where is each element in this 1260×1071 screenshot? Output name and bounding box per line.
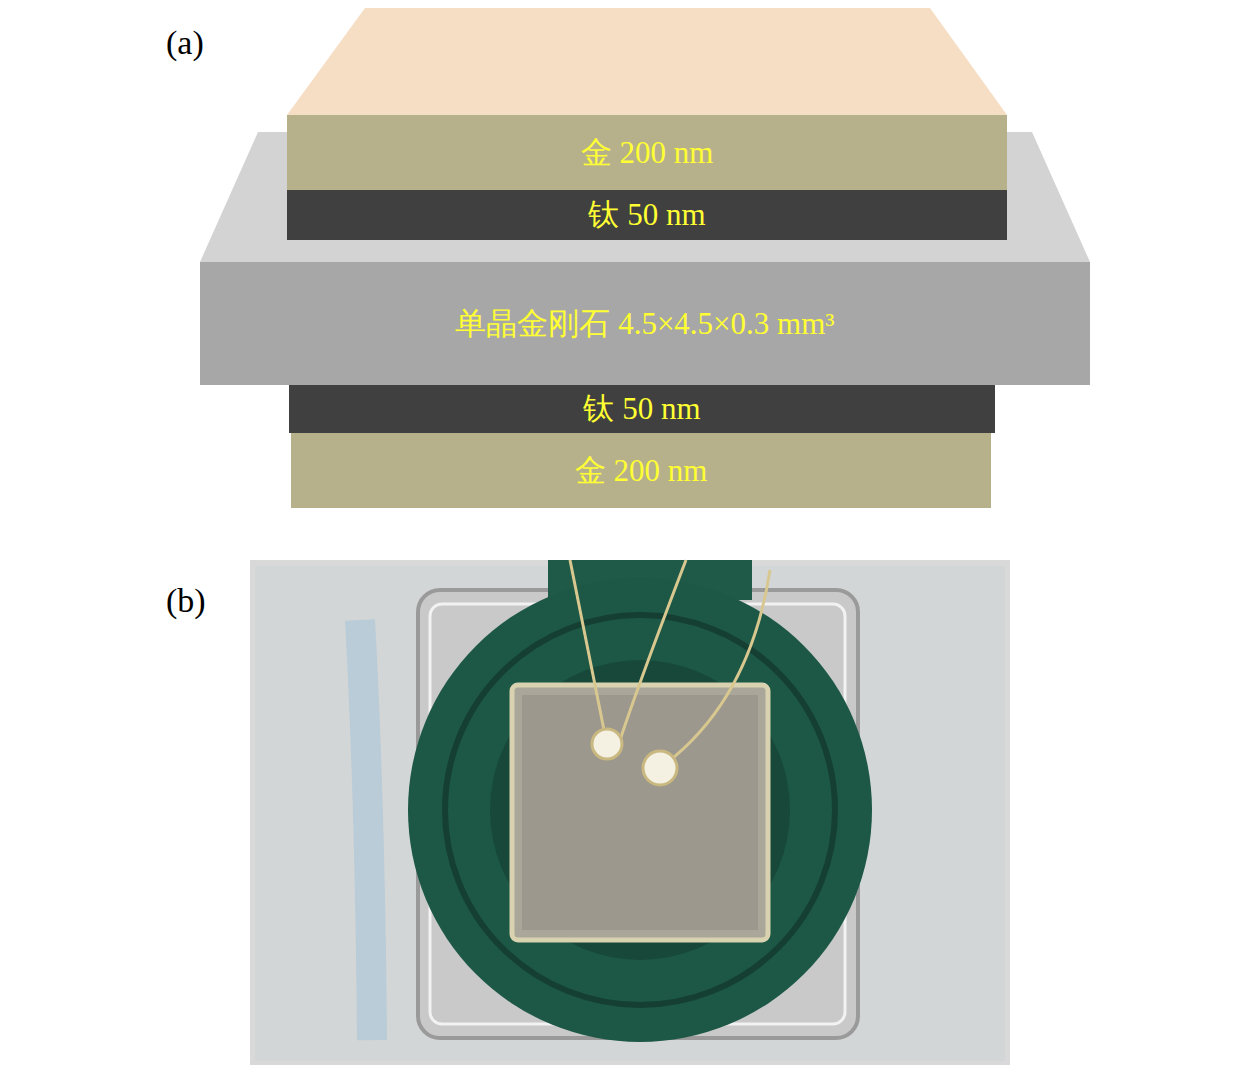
layer-label: 单晶金刚石 4.5×4.5×0.3 mm³ [455, 303, 834, 345]
bond-wire [620, 560, 686, 740]
pad-inner [490, 660, 790, 960]
titanium-layer: 钛 50 nm [287, 190, 1007, 240]
diamond-chip [512, 685, 768, 940]
bond-wire [664, 570, 770, 765]
bond-ball [643, 751, 677, 785]
blue-stain [360, 620, 372, 1040]
panel-label: (a) [166, 24, 204, 62]
gold-layer: 金 200 nm [287, 115, 1007, 190]
photo-texture [255, 566, 1005, 1061]
gold-layer: 金 200 nm [291, 433, 991, 508]
diamond-layer: 单晶金刚石 4.5×4.5×0.3 mm³ [200, 262, 1090, 385]
layer-label: 金 200 nm [575, 450, 708, 492]
chip-surface [522, 695, 758, 930]
layer-label: 钛 50 nm [588, 194, 705, 236]
layer-label: 钛 50 nm [583, 388, 700, 430]
layer-label: 金 200 nm [581, 132, 714, 174]
panel-label: (b) [166, 582, 206, 620]
gold-top-face [287, 8, 1007, 115]
bond-ball [592, 729, 622, 759]
pad-ring [445, 615, 835, 1005]
green-pad [408, 578, 872, 1042]
titanium-layer: 钛 50 nm [289, 385, 995, 433]
photo-background [250, 560, 1010, 1065]
bond-wire [570, 560, 606, 740]
